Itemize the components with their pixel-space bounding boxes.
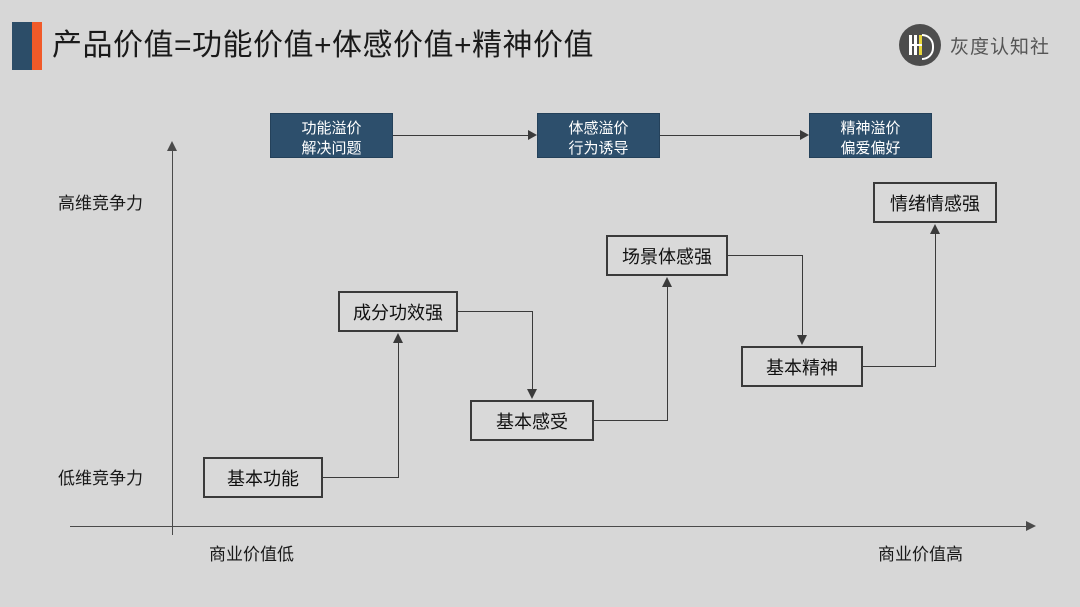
y-axis-line [172,150,173,535]
x-axis-line [70,526,1028,527]
header-accent-bar [12,22,42,70]
premium-box-functional: 功能溢价 解决问题 [270,113,393,158]
connector-arrow-icon-sensory [528,130,537,140]
edge2-arrow-icon [527,389,537,399]
edge1-horizontal [323,477,398,478]
y-axis-arrow-icon [167,141,177,151]
x-axis-label-low: 商业价值低 [209,545,294,564]
edge1-arrow-icon [393,333,403,343]
brand-name: 灰度认知社 [949,36,1050,58]
edge3-horizontal [594,420,667,421]
edge2-horizontal [458,311,532,312]
premium-box-functional-line1: 功能溢价 [301,120,362,137]
hd-circle-logo-icon [898,24,941,66]
premium-box-sensory-line1: 体感溢价 [568,120,629,137]
connector-arrow-icon-spiritual [800,130,809,140]
step-box-strong-emotion: 情绪情感强 [873,182,997,223]
logo-crossbar [908,44,922,46]
step-box-basic-spirit: 基本精神 [741,346,863,387]
y-axis-label-low: 低维竞争力 [58,469,143,488]
connector-functional-to-sensory [393,135,529,136]
accent-navy-stripe [12,22,32,70]
x-axis-arrow-icon [1026,521,1036,531]
edge1-vertical [398,343,399,478]
premium-box-sensory-line2: 行为诱导 [568,140,629,157]
edge3-arrow-icon [662,277,672,287]
x-axis-label-high: 商业价值高 [878,545,963,564]
brand-logo: 灰度认知社 [898,24,1050,66]
edge5-arrow-icon [930,224,940,234]
step-box-strong-scenario: 场景体感强 [606,235,728,276]
edge5-vertical [935,234,936,367]
premium-box-sensory: 体感溢价 行为诱导 [537,113,660,158]
page-title: 产品价值=功能价值+体感价值+精神价值 [52,29,595,62]
edge4-vertical [802,255,803,335]
connector-sensory-to-spiritual [660,135,801,136]
edge4-arrow-icon [797,335,807,345]
edge2-vertical [532,311,533,389]
premium-box-spiritual-line2: 偏爱偏好 [840,140,901,157]
accent-orange-stripe [32,22,42,70]
y-axis-label-high: 高维竞争力 [58,194,143,213]
logo-d-arc [921,34,934,60]
premium-box-spiritual: 精神溢价 偏爱偏好 [809,113,932,158]
premium-box-functional-line2: 解决问题 [301,140,362,157]
premium-box-spiritual-line1: 精神溢价 [840,120,901,137]
step-box-basic-function: 基本功能 [203,457,323,498]
edge4-horizontal [728,255,802,256]
step-box-basic-feeling: 基本感受 [470,400,594,441]
step-box-strong-efficacy: 成分功效强 [338,291,458,332]
edge3-vertical [667,287,668,421]
edge5-horizontal [863,366,935,367]
